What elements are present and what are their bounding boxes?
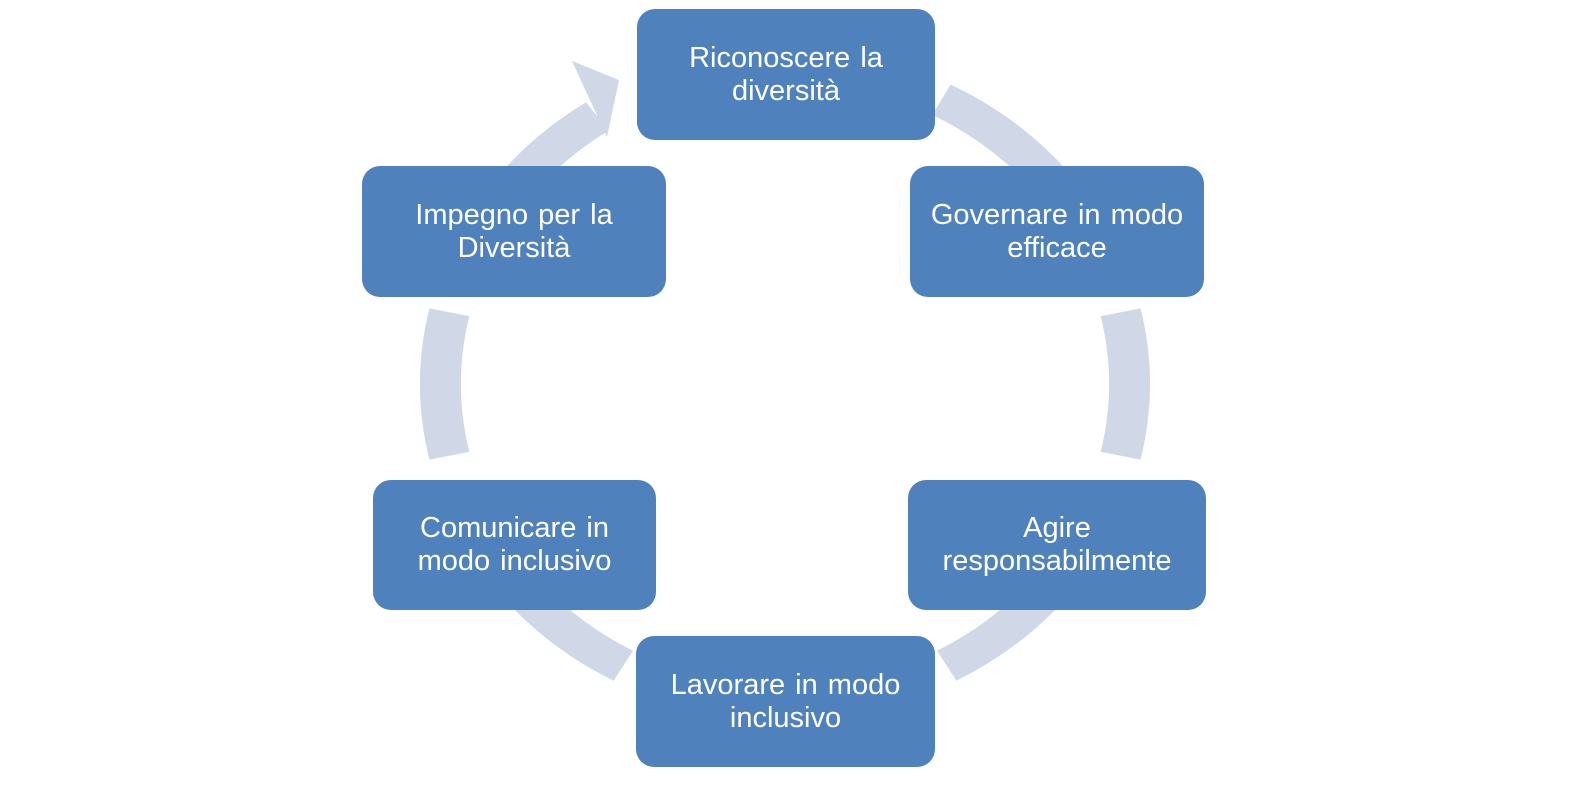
node-label-line-2: efficace: [1007, 231, 1107, 264]
node-label-line-2: Diversità: [457, 231, 571, 264]
node-comunicare-in-modo-inclusivo: Comunicare in modo inclusivo: [373, 480, 656, 610]
node-label-line-2: responsabilmente: [942, 545, 1172, 577]
node-label-line-1: Riconoscere la: [689, 41, 883, 74]
node-label-line-1: Comunicare in: [420, 512, 609, 544]
ring-arc-right: [1100, 308, 1150, 460]
node-label-line-1: Governare in modo: [930, 198, 1184, 231]
node-label-line-2: modo inclusivo: [417, 545, 612, 577]
node-label-line-2: diversità: [731, 74, 840, 107]
node-governare-in-modo-efficace: Governare in modo efficace: [910, 166, 1204, 297]
ring-arc-left: [420, 308, 470, 460]
node-lavorare-in-modo-inclusivo: Lavorare in modo inclusivo: [636, 636, 935, 767]
node-impegno-per-la-diversita: Impegno per la Diversità: [362, 166, 666, 297]
node-agire-responsabilmente: Agire responsabilmente: [908, 480, 1206, 610]
cycle-arrow-icon: [572, 61, 619, 137]
node-riconoscere-la-diversita: Riconoscere la diversità: [637, 9, 935, 140]
node-label-line-2: inclusivo: [729, 701, 842, 734]
node-label-line-1: Lavorare in modo: [670, 668, 901, 701]
node-label-line-1: Impegno per la: [415, 198, 613, 231]
node-label-line-1: Agire: [1023, 512, 1091, 544]
